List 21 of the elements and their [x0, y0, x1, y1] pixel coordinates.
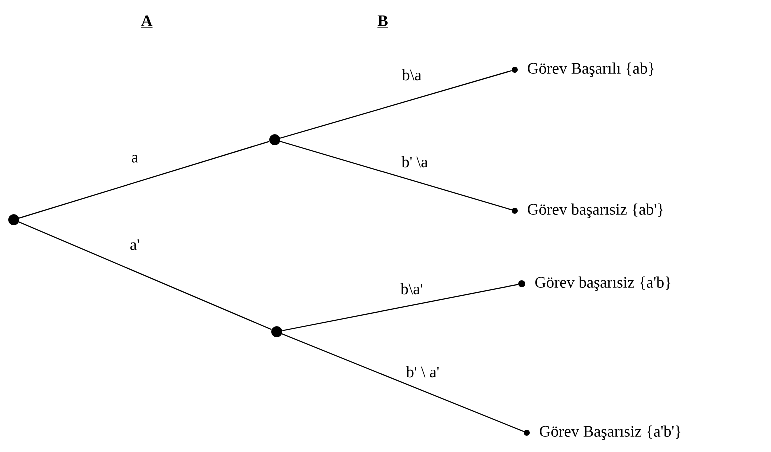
edge-label: b' \a — [400, 155, 430, 169]
column-heading: B — [377, 16, 389, 28]
branch-dot — [272, 326, 282, 338]
edge-label: b\a — [401, 68, 423, 82]
branch-dot — [270, 134, 280, 146]
branch-line — [282, 334, 524, 432]
branch-line — [282, 284, 518, 332]
branch-dot — [8, 214, 20, 226]
branch-line — [280, 70, 512, 139]
outcome-label: Görev Başarılı {ab} — [528, 62, 654, 78]
edge-label: a — [130, 154, 140, 164]
edge-label: a' — [129, 238, 141, 252]
branch-line — [280, 141, 512, 211]
branch-line — [19, 222, 272, 330]
outcome-label: Görev başarısiz {a'b} — [536, 276, 671, 292]
outcome-label: Görev başarısiz {ab'} — [528, 204, 664, 218]
outcome-label: Görev Başarısiz {a'b'} — [540, 426, 681, 440]
branch-line — [19, 141, 270, 219]
edge-label: b\a' — [400, 282, 424, 296]
column-heading: A — [141, 16, 153, 28]
edge-label: b' \ a' — [405, 365, 441, 379]
